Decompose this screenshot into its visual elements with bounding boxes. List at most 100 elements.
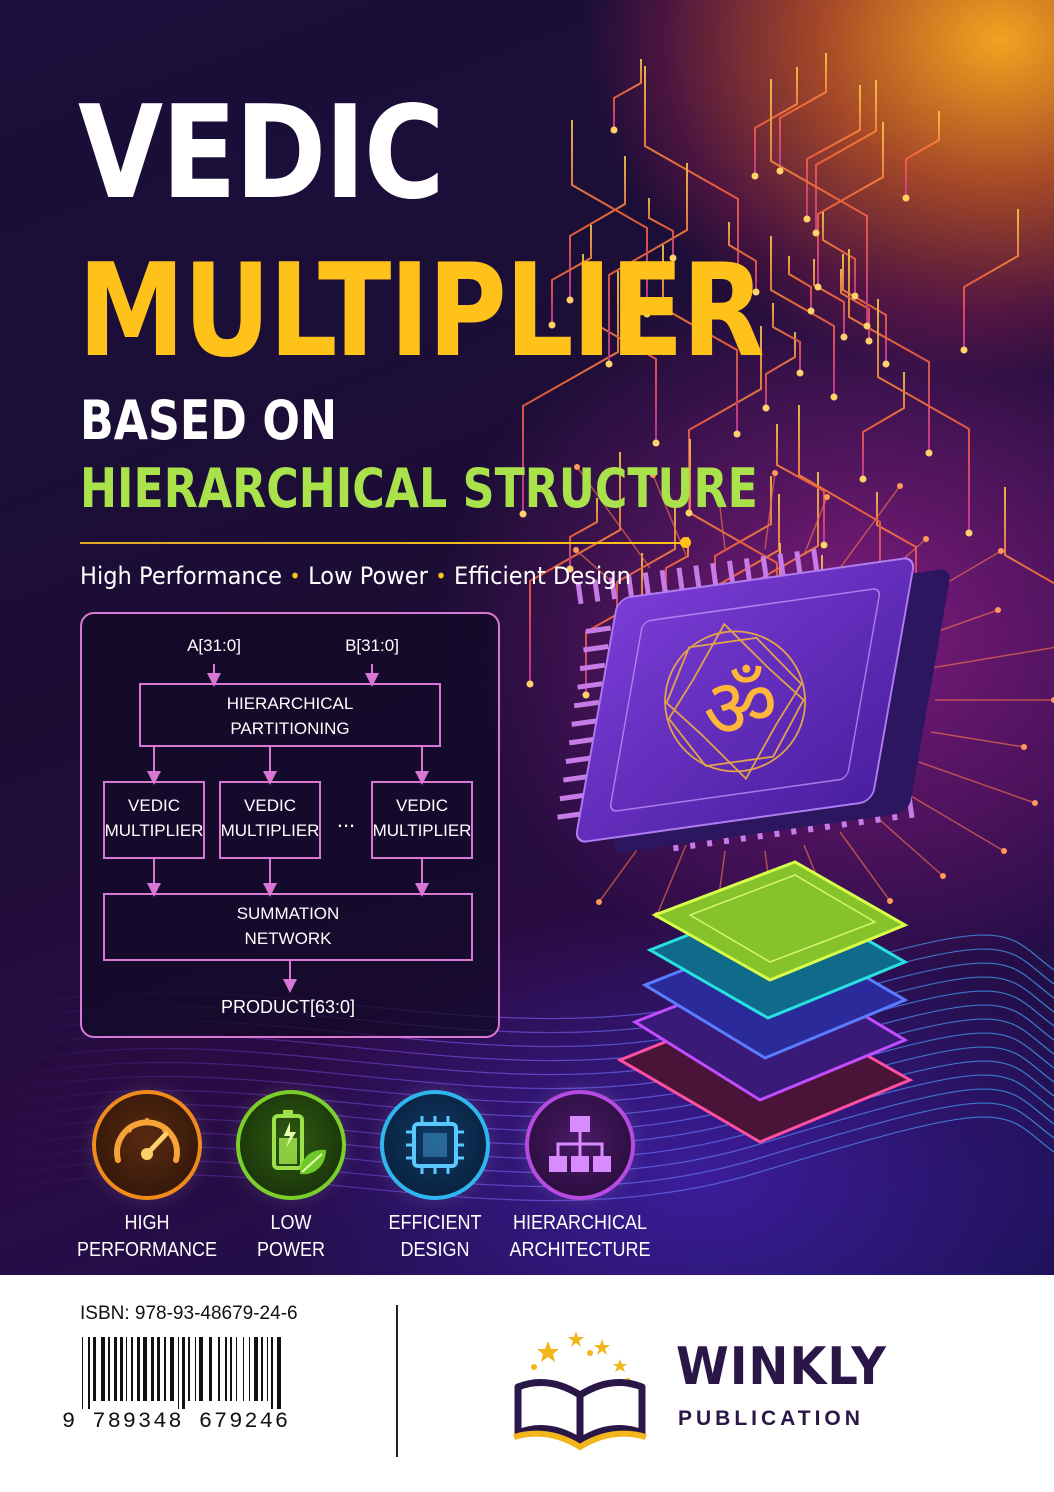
circuit-trace (754, 67, 798, 176)
chip-pin (575, 581, 584, 605)
barcode-bar (88, 1337, 90, 1409)
circuit-trace (772, 303, 801, 373)
circuit-node (548, 321, 556, 329)
feature-label-line: EFFICIENT (388, 1212, 482, 1234)
vedic-block-label: VEDIC MULTIPLIER (105, 794, 204, 843)
partition-label-line: PARTITIONING (230, 718, 350, 738)
chip-pin (565, 755, 591, 765)
circuit-trace (576, 466, 651, 569)
chip-pin (563, 774, 589, 783)
feature-label-line: DESIGN (400, 1239, 470, 1261)
barcode-bar (137, 1337, 140, 1401)
chip-pin (777, 553, 786, 576)
tagline-separator: • (435, 564, 447, 588)
feature-efficient-design: EFFICIENT DESIGN (350, 1090, 520, 1264)
wave-line (0, 1046, 1054, 1132)
circuit-node (820, 541, 828, 549)
circuit-trace (817, 122, 884, 287)
circuit-trace (770, 236, 835, 397)
vedic-block-label-line: MULTIPLIER (372, 820, 472, 840)
chip-pin (727, 560, 736, 583)
chip-pin (568, 736, 595, 746)
circuit-trace (839, 485, 901, 569)
feature-hierarchical-architecture: HIERARCHICAL ARCHITECTURE (495, 1090, 665, 1264)
feature-label-line: HIERARCHICAL (512, 1212, 648, 1234)
chip-pin (592, 579, 601, 602)
chip-pin (642, 572, 651, 595)
battery-leaf-icon (236, 1090, 346, 1200)
circuit-node (859, 475, 867, 483)
barcode-bar (267, 1337, 268, 1401)
barcode-bar (178, 1337, 179, 1409)
circuit-node (887, 898, 893, 904)
feature-label: HIGH PERFORMANCE (71, 1210, 224, 1264)
vedic-block-label-line: VEDIC (244, 796, 296, 815)
vedic-block-label: VEDIC MULTIPLIER (373, 794, 472, 843)
circuit-trace (930, 731, 1025, 748)
chip-pin (676, 567, 685, 591)
circuit-node (830, 393, 838, 401)
open-book-logo-icon (513, 1331, 647, 1451)
feature-label: HIERARCHICAL ARCHITECTURE (504, 1210, 657, 1264)
summation-label-line: NETWORK (244, 928, 332, 948)
chip-pin (559, 792, 586, 802)
subtitle-line-1: BASED ON (80, 389, 338, 452)
barcode-bar (271, 1337, 273, 1409)
chip-pin (743, 558, 752, 581)
chip-pin (571, 718, 597, 727)
feature-label-line: PERFORMANCE (76, 1239, 218, 1261)
circuit-trace (788, 256, 812, 311)
circuit-node (863, 322, 871, 330)
speedometer-icon (92, 1090, 202, 1200)
barcode-bar (164, 1337, 166, 1401)
circuit-trace (905, 111, 940, 198)
feature-label-line: ARCHITECTURE (509, 1239, 651, 1261)
chip-pin (693, 565, 702, 588)
vedic-block-label: VEDIC MULTIPLIER (221, 794, 320, 843)
circuit-trace (551, 225, 592, 325)
wave-line (0, 1074, 1054, 1160)
circuit-trace (839, 831, 891, 902)
circuit-node (897, 483, 903, 489)
wave-line (0, 1088, 1054, 1174)
circuit-trace (842, 254, 887, 364)
barcode-bar (236, 1337, 237, 1401)
chip-pin (583, 644, 609, 653)
vedic-block-label-line: VEDIC (128, 796, 180, 815)
tagline-item: Low Power (308, 562, 428, 590)
barcode-digits: 9 789348 679246 (62, 1409, 291, 1434)
barcode-bar (131, 1337, 133, 1401)
output-label: PRODUCT[63:0] (220, 997, 356, 1017)
input-b-label: B[31:0] (345, 636, 399, 655)
circuit-trace (877, 299, 970, 533)
circuit-node (574, 464, 580, 470)
chip-illustration (557, 548, 950, 853)
barcode-bar (243, 1337, 244, 1401)
feature-low-power: LOW POWER (206, 1090, 376, 1264)
barcode-bar (249, 1337, 250, 1401)
circuit-node (643, 310, 651, 318)
barcode-bar (143, 1337, 147, 1401)
barcode-bar (93, 1337, 96, 1401)
circuit-trace (822, 212, 856, 296)
circuit-node (882, 360, 890, 368)
barcode-bar (209, 1337, 212, 1401)
circuit-trace (648, 198, 674, 258)
circuit-trace (522, 271, 619, 514)
tagline-item: Efficient Design (454, 562, 631, 590)
om-symbol: ॐ (697, 655, 784, 759)
circuit-trace (728, 222, 757, 292)
chip-pin (577, 681, 603, 690)
circuit-node (526, 680, 534, 688)
circuit-trace (815, 80, 877, 233)
barcode-bar (188, 1337, 190, 1401)
circuit-node (965, 529, 973, 537)
tagline-separator: • (289, 564, 301, 588)
barcode-bar (170, 1337, 174, 1401)
circuit-node (1051, 697, 1054, 703)
circuit-node (716, 496, 722, 502)
circuit-node (1021, 744, 1027, 750)
circuit-trace (930, 646, 1054, 669)
barcode-bar (151, 1337, 154, 1401)
circuit-node (519, 510, 527, 518)
